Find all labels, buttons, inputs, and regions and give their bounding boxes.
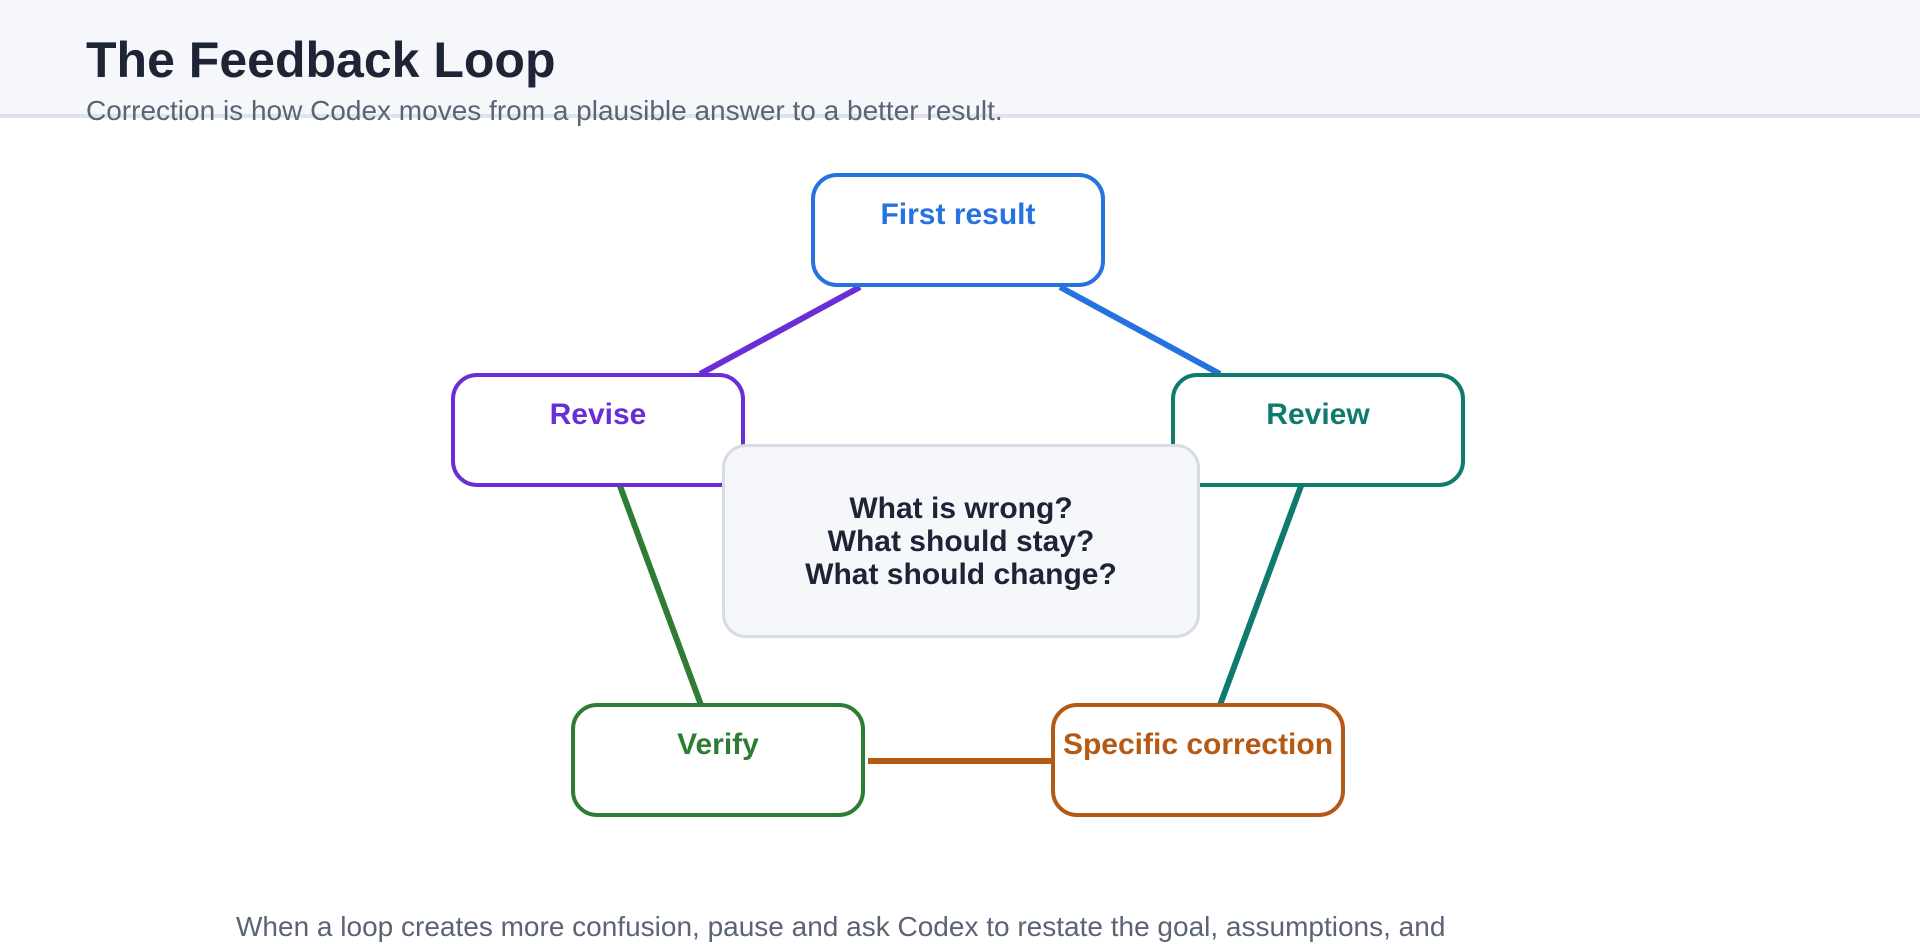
page-title: The Feedback Loop: [86, 32, 556, 88]
node-verify-label: Verify: [677, 728, 759, 761]
center-questions-box: What is wrong? What should stay? What sh…: [722, 444, 1200, 638]
node-review-label: Review: [1266, 398, 1370, 431]
page-subtitle: Correction is how Codex moves from a pla…: [86, 95, 1003, 126]
center-question-line: What should change?: [805, 557, 1117, 591]
node-verify: Verify: [571, 703, 865, 817]
center-question-line: What should stay?: [827, 524, 1095, 558]
node-specific-correction: Specific correction: [1051, 703, 1345, 817]
node-specific-correction-label: Specific correction: [1062, 728, 1334, 761]
node-revise: Revise: [451, 373, 745, 487]
center-question-line: What is wrong?: [849, 491, 1073, 525]
node-review: Review: [1171, 373, 1465, 487]
node-revise-label: Revise: [549, 398, 647, 431]
connector-verify-to-revise: [617, 484, 704, 707]
node-first-result-label: First result: [880, 198, 1036, 231]
connector-review-to-specific-correction: [1217, 484, 1304, 707]
connector-revise-to-first-result: [698, 284, 862, 377]
connector-first-result-to-review: [1058, 284, 1222, 377]
node-first-result: First result: [811, 173, 1105, 287]
header-band: [0, 0, 1920, 118]
footer-paragraph: When a loop creates more confusion, paus…: [236, 911, 1446, 942]
